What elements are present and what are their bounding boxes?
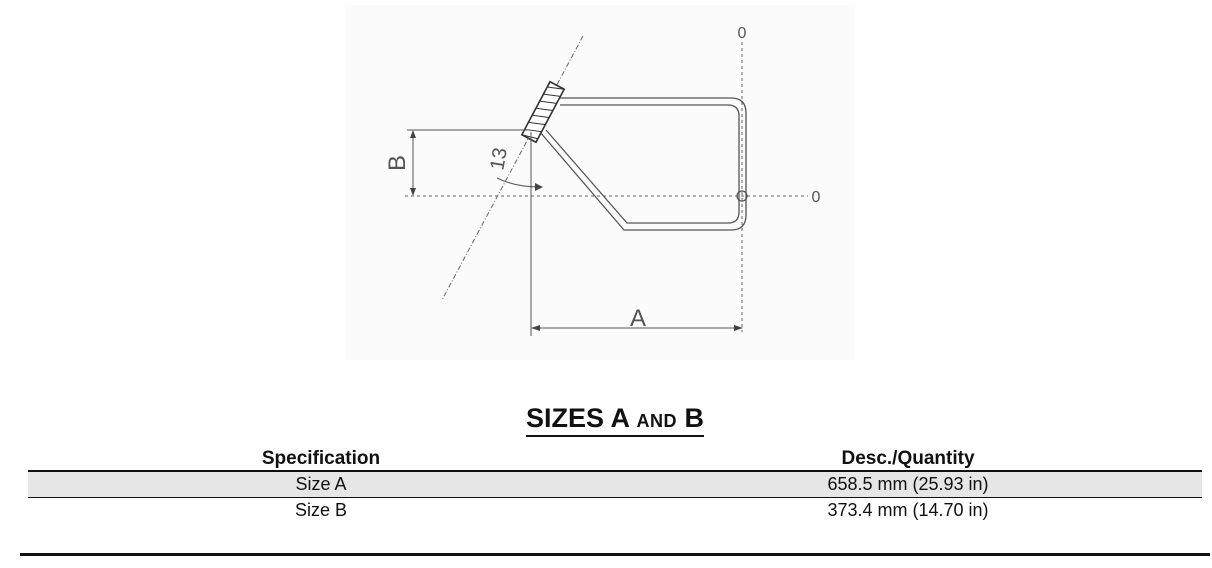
section-title-small-caps: AND: [636, 411, 678, 431]
hinge-dimension-diagram: B 13 A 0 0: [345, 5, 855, 360]
dim-b-arrow-bottom: [410, 188, 416, 196]
angle-label: 13: [486, 146, 512, 172]
hinge-sleeve: [520, 80, 566, 144]
cell-spec: Size A: [28, 471, 614, 498]
dim-a-arrow-left: [531, 325, 540, 331]
header-desc-quantity: Desc./Quantity: [614, 444, 1202, 472]
pivot-point: [736, 190, 748, 202]
origin-label-top: 0: [738, 25, 747, 42]
sizes-table: Specification Desc./Quantity Size A 658.…: [28, 444, 1202, 523]
angle-arrow: [535, 183, 543, 191]
dim-a-arrow-right: [734, 325, 743, 331]
section-title-main: SIZES A: [525, 403, 637, 433]
bottom-divider: [20, 553, 1210, 556]
section-title-end: B: [677, 403, 705, 433]
origin-label-right: 0: [812, 189, 821, 206]
cell-value: 658.5 mm (25.93 in): [614, 471, 1202, 498]
dim-a-label: A: [630, 305, 646, 332]
table-header-row: Specification Desc./Quantity: [28, 444, 1202, 472]
diagram-background: [345, 5, 855, 360]
header-specification: Specification: [28, 444, 614, 472]
section-title: SIZES A AND B: [0, 402, 1212, 437]
cell-value: 373.4 mm (14.70 in): [827, 500, 989, 520]
table-row: Size A 658.5 mm (25.93 in): [28, 471, 1202, 498]
dim-b-arrow-top: [410, 130, 416, 138]
cell-spec: Size B: [294, 500, 348, 520]
dim-b-label: B: [384, 155, 411, 171]
bent-rod-outer: [539, 97, 747, 231]
bent-rod-inner: [545, 104, 740, 224]
table-row: Size B 373.4 mm (14.70 in): [28, 498, 1202, 524]
